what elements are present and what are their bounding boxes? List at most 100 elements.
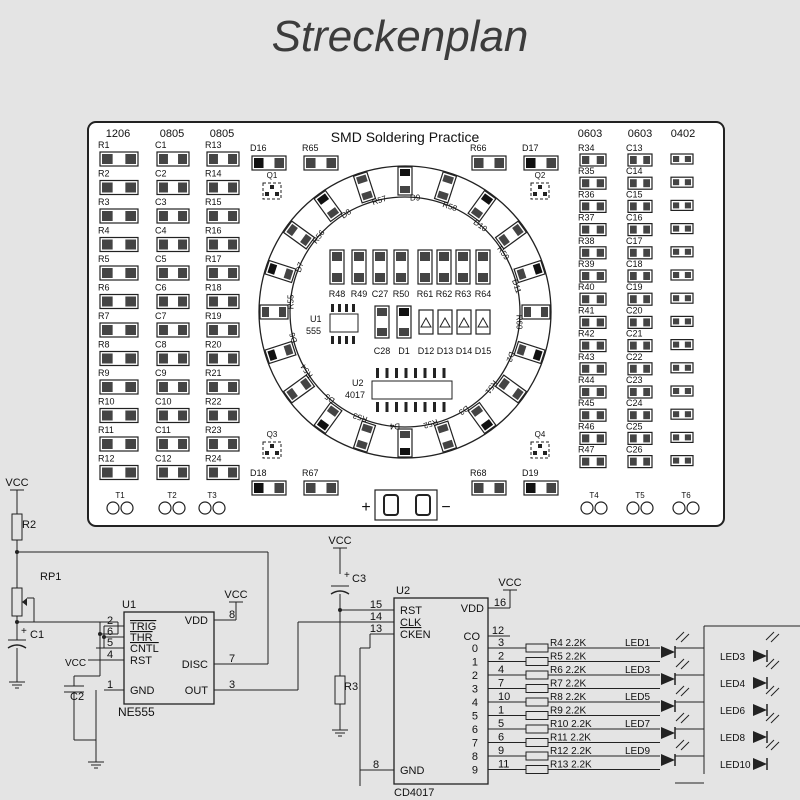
- led-label: LED5: [625, 692, 650, 703]
- led-light-arrow: [680, 660, 690, 670]
- inner-pad: [375, 273, 385, 282]
- ring-component: [352, 420, 377, 453]
- ring-component: [467, 189, 497, 223]
- component-D17-pad-right: [546, 158, 556, 168]
- package-size-label: 0805: [160, 128, 184, 140]
- ring-label: R53: [351, 411, 368, 424]
- component-R10-pad-right: [125, 410, 136, 421]
- pad-0402-pad-left: [673, 434, 680, 441]
- component-label: C4: [155, 226, 167, 236]
- component-R40-pad-left: [582, 295, 590, 304]
- component-R38-pad-right: [596, 248, 604, 257]
- testpoint-icon: [672, 501, 686, 515]
- component-label: D1: [398, 346, 410, 356]
- component-R5-pad-left: [102, 268, 113, 278]
- pad-0402-footprint: [670, 246, 694, 258]
- package-size-label: 0603: [628, 128, 652, 140]
- pin-number: 4: [498, 664, 504, 676]
- component-label: R10: [98, 397, 115, 407]
- component-R36-pad-left: [582, 202, 590, 211]
- component-label: R37: [578, 213, 595, 223]
- u2-label: U2: [396, 585, 410, 597]
- component-label: R62: [436, 289, 453, 299]
- led-light-arrow: [765, 739, 775, 749]
- inner-pad: [399, 308, 409, 316]
- ring-pad: [283, 344, 294, 356]
- ring-pad: [524, 307, 531, 317]
- output-name: 7: [472, 738, 478, 750]
- component-R17-pad-right: [228, 268, 237, 278]
- component-R66-pad-right: [494, 158, 504, 168]
- inner-pad: [439, 252, 449, 261]
- pin-number: 13: [370, 623, 382, 635]
- component-D17-pad-left: [526, 158, 536, 168]
- ring-pad: [300, 233, 312, 247]
- component-D19-pad-right: [546, 483, 556, 493]
- component-label: D18: [250, 468, 267, 478]
- component-label: R4: [98, 226, 110, 236]
- component-R42-pad-right: [596, 341, 604, 350]
- component-R37-pad-left: [582, 225, 590, 234]
- component-R15-pad-right: [228, 211, 237, 221]
- led-label: LED3: [720, 652, 745, 663]
- component-R13-pad-right: [228, 154, 237, 164]
- component-R13-pad-left: [209, 154, 218, 164]
- pin-number: 2: [107, 615, 113, 627]
- led-light-arrow: [680, 714, 690, 724]
- component-D16-pad-left: [254, 158, 264, 168]
- component-R6-pad-right: [125, 296, 136, 307]
- component-R19-pad-right: [228, 325, 237, 335]
- diode-footprint: [456, 309, 472, 335]
- component-label: R63: [455, 289, 472, 299]
- resistor-output: [525, 697, 549, 707]
- pin-number: 12: [492, 625, 504, 637]
- led-light-arrow: [680, 687, 690, 697]
- component-C9-pad-left: [159, 382, 168, 392]
- component-R43-pad-right: [596, 364, 604, 373]
- resistor-label: R11 2.2K: [550, 733, 591, 744]
- component-C14-pad-left: [630, 179, 637, 188]
- led-light-arrow: [680, 741, 690, 751]
- diode-icon: [477, 316, 489, 328]
- ic-pin: [423, 368, 427, 378]
- ic-pin: [338, 336, 341, 344]
- board-title: SMD Soldering Practice: [331, 129, 480, 145]
- component-R3-pad-right: [125, 211, 136, 221]
- component-C21-pad-left: [630, 341, 637, 350]
- pin-number: 6: [498, 732, 504, 744]
- component-R66-pad-left: [474, 158, 484, 168]
- resistor-label: R9 2.2K: [550, 706, 586, 717]
- ring-label: D11: [510, 278, 523, 295]
- capacitor-c1-plate-curved: [7, 644, 27, 649]
- component-C2-pad-left: [159, 182, 168, 193]
- transistor-pad: [533, 451, 537, 455]
- component-D18-pad-right: [274, 483, 284, 493]
- ring-component: [513, 340, 546, 365]
- component-label: R64: [475, 289, 492, 299]
- ring-label: D6: [287, 331, 299, 344]
- pad-0402-pad-left: [673, 179, 680, 186]
- transistor-pad: [538, 185, 542, 189]
- pad-0402-pad-left: [673, 202, 680, 209]
- component-R68-pad-left: [474, 483, 484, 493]
- outer-ring: [258, 165, 552, 459]
- resistor-label: R13 2.2K: [550, 760, 592, 771]
- component-R21-pad-right: [228, 382, 237, 392]
- component-R10-pad-left: [102, 410, 113, 421]
- component-C23-pad-left: [630, 388, 637, 396]
- battery-minus: −: [441, 499, 450, 516]
- ring-component: [433, 420, 458, 453]
- inner-pad: [396, 252, 406, 261]
- pad-0402-pad-left: [673, 156, 680, 162]
- pin-number: 4: [107, 649, 113, 661]
- component-label: C17: [626, 236, 643, 246]
- component-C20-pad-left: [630, 318, 637, 327]
- ring-component: [494, 374, 528, 404]
- ring-pad: [442, 174, 454, 185]
- ic-label: U1: [310, 314, 322, 324]
- component-label: R67: [302, 468, 319, 478]
- ic-pin: [352, 336, 355, 344]
- ic-pin: [404, 402, 408, 412]
- pin-number: 2: [498, 651, 504, 663]
- led-light-arrow: [675, 658, 685, 668]
